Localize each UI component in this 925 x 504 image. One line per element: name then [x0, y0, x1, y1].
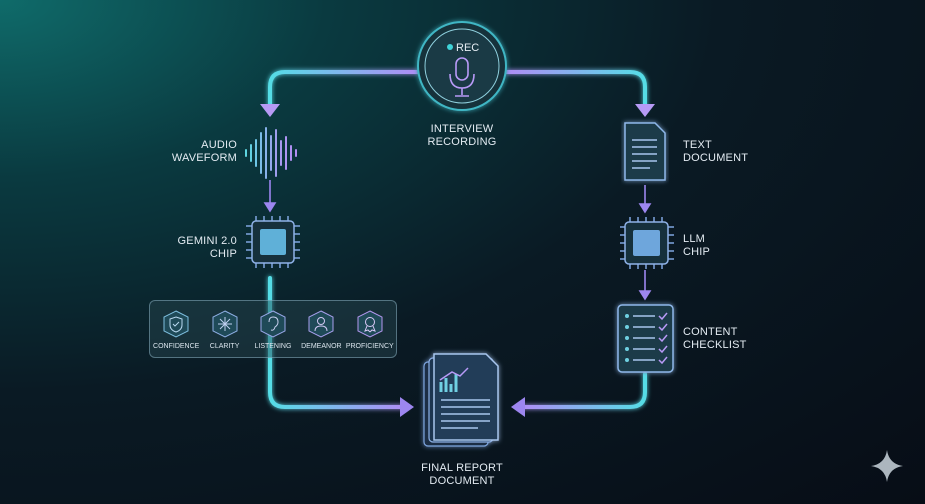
award-badge-icon	[357, 309, 383, 338]
final-report-document-icon	[423, 353, 499, 447]
connector-mic-to-document	[504, 70, 647, 110]
gemini-chip-icon	[246, 216, 300, 268]
arrowheads	[260, 104, 655, 417]
microphone-icon	[417, 21, 507, 111]
metric-confidence: CONFIDENCE	[152, 309, 200, 350]
gemini-sparkle-icon	[871, 450, 903, 482]
connector-panel-to-report	[268, 276, 407, 409]
connector-checklist-to-report	[518, 372, 647, 409]
text-document-icon	[624, 122, 666, 181]
content-checklist-icon	[617, 304, 674, 373]
metric-demeanor: DEMEANOR	[297, 309, 345, 350]
person-icon	[308, 309, 334, 338]
audio-waveform-icon	[245, 127, 297, 179]
shield-check-icon	[163, 309, 189, 338]
rec-indicator: REC	[447, 42, 479, 54]
connector-mic-to-waveform	[268, 70, 420, 110]
metric-proficiency: PROFICIENCY	[346, 309, 394, 350]
metric-clarity: CLARITY	[201, 309, 249, 350]
metric-listening: LISTENING	[249, 309, 297, 350]
ear-icon	[260, 309, 286, 338]
sparkle-icon	[212, 309, 238, 338]
evaluation-metrics-panel: CONFIDENCE CLARITY LISTENING DEMEANOR PR…	[149, 300, 397, 358]
llm-chip-icon	[620, 217, 674, 269]
rec-dot-icon	[447, 44, 453, 50]
